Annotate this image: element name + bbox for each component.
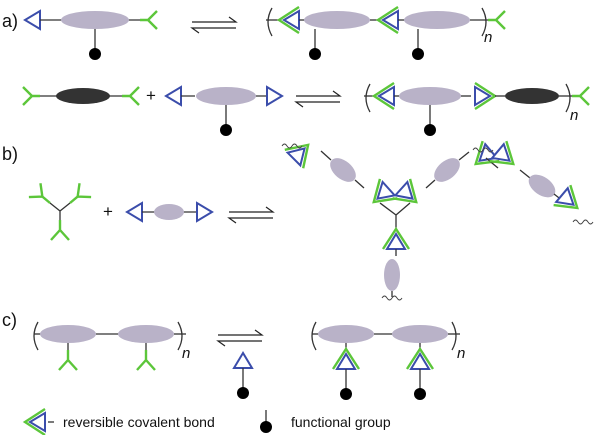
a-monomer-1 bbox=[24, 9, 159, 61]
legend-functional-group-text: functional group bbox=[291, 414, 391, 430]
a-dark-bifork bbox=[21, 85, 141, 107]
b-equilibrium-arrows bbox=[228, 206, 274, 224]
a-polymer-2: n bbox=[364, 81, 591, 137]
panel-a-label: a) bbox=[2, 11, 18, 31]
legend: reversible covalent bond functional grou… bbox=[23, 407, 391, 435]
a-polymer-1: n bbox=[266, 5, 507, 61]
c-right-repeat-n: n bbox=[457, 345, 465, 362]
c-equilibrium-arrows bbox=[217, 329, 263, 347]
b-trifork-core bbox=[28, 183, 92, 241]
c-left-repeat-n: n bbox=[182, 345, 190, 362]
c-fork-polymer: n bbox=[33, 321, 190, 372]
reversible-bond-icon bbox=[23, 407, 54, 435]
c-triangle-functional-group bbox=[232, 351, 254, 400]
panel-c-label: c) bbox=[2, 310, 17, 330]
a-row1-equilibrium-arrows bbox=[191, 16, 237, 34]
functional-group-icon bbox=[260, 410, 272, 433]
c-functionalized-polymer: n bbox=[311, 321, 465, 401]
panel-b-label: b) bbox=[2, 144, 18, 164]
legend-reversible-bond-text: reversible covalent bond bbox=[63, 414, 215, 430]
a-row2-repeat-n: n bbox=[570, 107, 578, 124]
a-row1-repeat-n: n bbox=[484, 29, 492, 46]
a-plus-sign: + bbox=[146, 86, 156, 105]
a-bis-triangle-monomer bbox=[165, 86, 283, 137]
b-bis-triangle-linker bbox=[126, 202, 213, 222]
b-plus-sign: + bbox=[103, 202, 113, 221]
b-network bbox=[281, 140, 594, 301]
a-row2-equilibrium-arrows bbox=[295, 90, 341, 108]
